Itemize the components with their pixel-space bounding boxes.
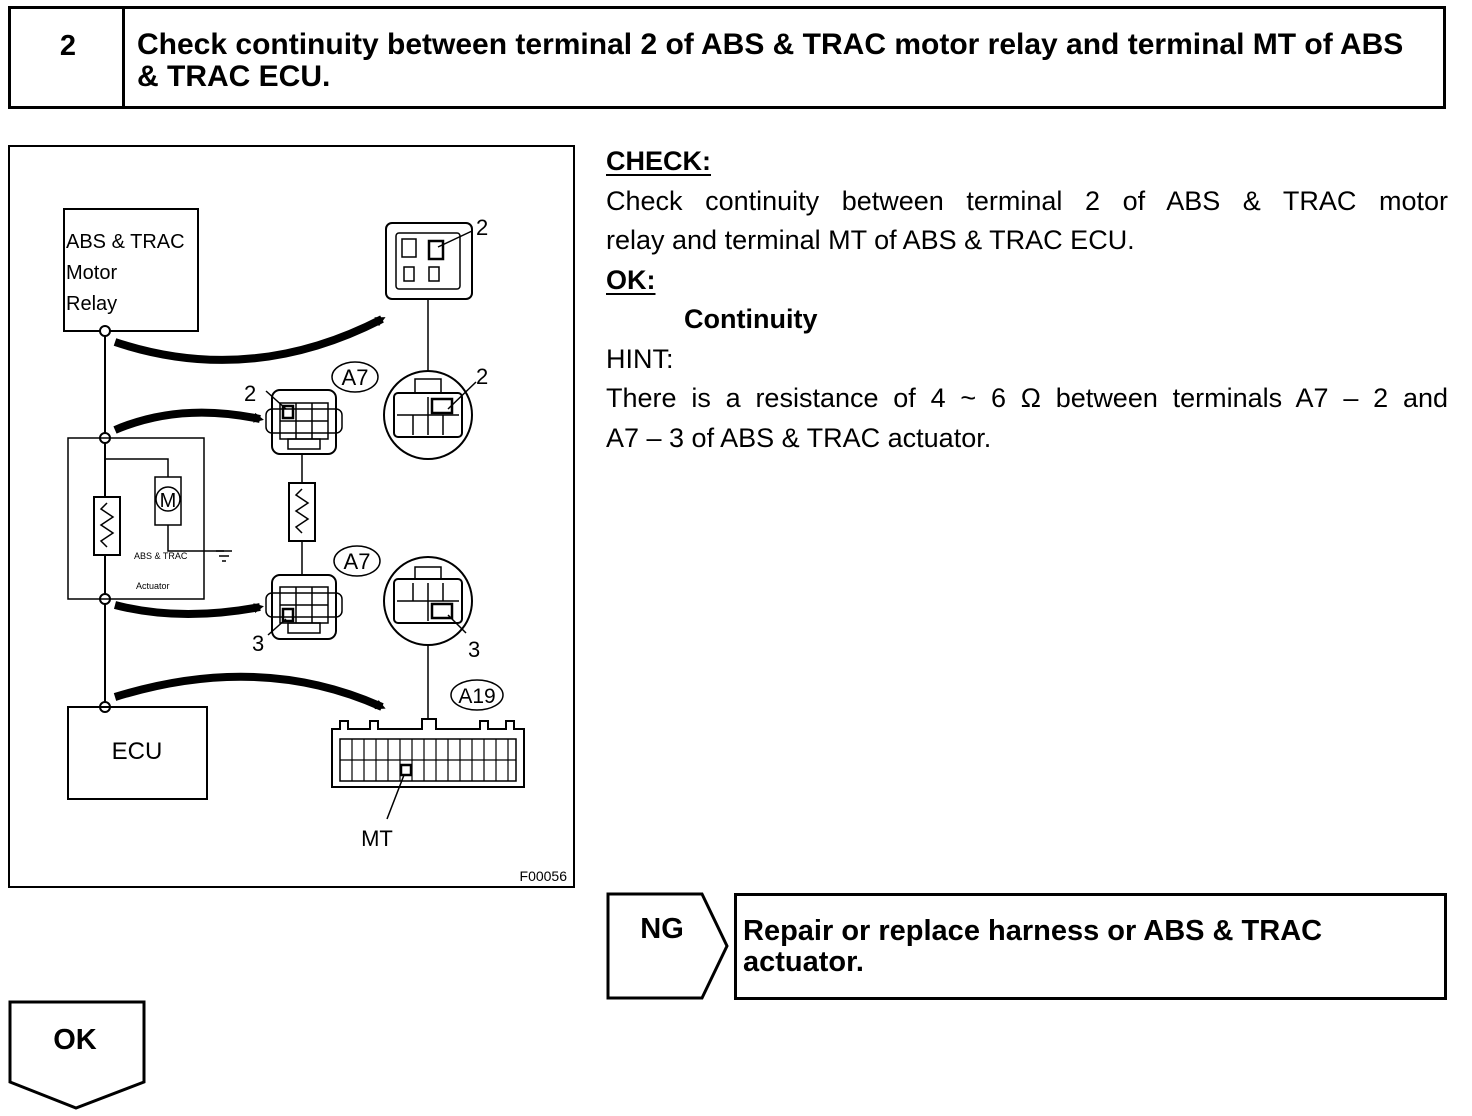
ok-heading: OK: xyxy=(606,264,656,295)
hint-text-line1: There is a resistance of 4 ~ 6 Ω between… xyxy=(606,383,1448,413)
hint-heading: HINT: xyxy=(606,343,674,374)
ok-tab-label: OK xyxy=(53,1024,97,1056)
motor-wire xyxy=(105,458,169,477)
arrow-to-a7-terminal-2 xyxy=(113,408,264,434)
ng-action-text: Repair or replace harness or ABS & TRAC … xyxy=(743,915,1323,978)
arrow-ecu-to-a19 xyxy=(113,672,386,711)
relay-socket-terminal-2-label: 2 xyxy=(476,364,488,389)
ecu-box xyxy=(67,706,208,800)
figure-code: F00056 xyxy=(520,868,568,884)
motor-relay-box xyxy=(63,208,199,332)
relay-terminal-2-label: 2 xyxy=(476,215,488,240)
a7-bottom-label: A7 xyxy=(344,549,371,574)
ground-wire xyxy=(167,525,224,552)
ecu-label: ECU xyxy=(112,738,163,765)
arrow-relay-to-connector xyxy=(113,315,386,364)
a19-ecu-connector xyxy=(331,718,525,788)
a7-top-tag xyxy=(331,361,379,393)
relay-label-line2: Motor xyxy=(66,262,117,284)
procedure-text: CHECK: Check continuity between terminal… xyxy=(606,142,1448,458)
ng-action-box: Repair or replace harness or ABS & TRAC … xyxy=(734,893,1447,1000)
step-header: 2 Check continuity between terminal 2 of… xyxy=(8,6,1446,109)
mt-terminal xyxy=(399,763,413,777)
ok-tab-arrow xyxy=(8,1000,146,1110)
check-text-line2: relay and terminal MT of ABS & TRAC ECU. xyxy=(606,225,1135,255)
mt-terminal-label: MT xyxy=(361,826,393,851)
wiring-diagram: ABS & TRAC Motor Relay M ABS & TRAC Actu… xyxy=(63,208,568,884)
actuator-label-line2: Actuator xyxy=(136,581,170,591)
check-heading: CHECK: xyxy=(606,146,711,176)
a7-terminal-3-label: 3 xyxy=(252,631,264,656)
relay-label-line3: Relay xyxy=(66,293,117,315)
motor-icon xyxy=(155,486,181,512)
step-number-cell: 2 xyxy=(11,9,125,106)
relay-terminal-node xyxy=(99,325,111,337)
step-title: Check continuity between terminal 2 of A… xyxy=(137,28,1404,93)
hint-text-line2: A7 – 3 of ABS & TRAC actuator. xyxy=(606,422,992,453)
a7-resistor xyxy=(288,482,316,542)
a7-top-label: A7 xyxy=(342,365,369,390)
solenoid-resistor xyxy=(93,496,121,556)
a7-terminal-2-label: 2 xyxy=(244,381,256,406)
ok-value: Continuity xyxy=(684,304,818,334)
actuator-box xyxy=(67,437,205,600)
relay-connector xyxy=(385,222,473,300)
actuator-label-line1: ABS & TRAC xyxy=(134,551,188,561)
a19-label: A19 xyxy=(458,685,495,708)
step-number: 2 xyxy=(59,30,77,62)
a19-tag xyxy=(450,679,504,711)
wiring-diagram-figure: ABS & TRAC Motor Relay M ABS & TRAC Actu… xyxy=(8,145,575,888)
motor-symbol: M xyxy=(160,490,177,512)
a7-bottom-tag xyxy=(333,545,381,577)
a7-bottom-connector xyxy=(271,574,337,640)
check-text-line1: Check continuity between terminal 2 of A… xyxy=(606,185,1448,216)
arrow-to-a7-terminal-3 xyxy=(113,601,264,619)
socket-terminal-3-label: 3 xyxy=(468,637,480,662)
ng-tab-arrow xyxy=(606,892,729,1000)
resistor-zigzag-icon xyxy=(99,502,115,548)
relay-label-line1: ABS & TRAC xyxy=(66,231,185,253)
a7-resistor-zigzag-icon xyxy=(294,488,310,534)
ng-label: NG xyxy=(640,913,684,945)
a7-top-connector xyxy=(271,389,337,455)
